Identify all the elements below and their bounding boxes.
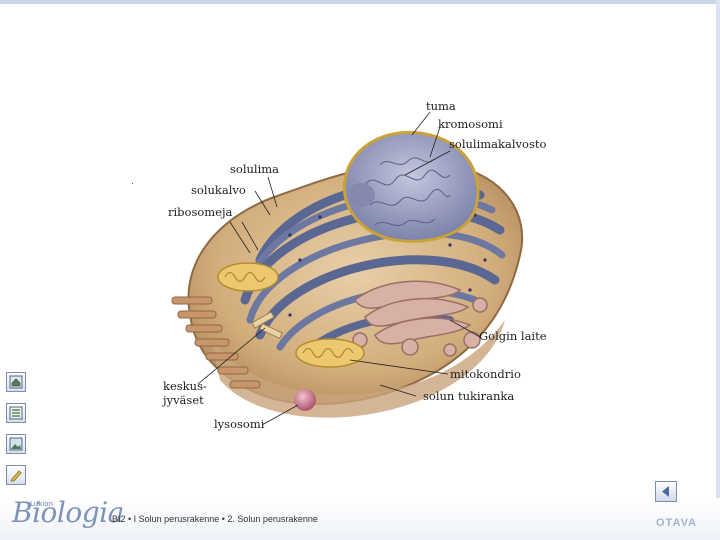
label-golgin-laite: Golgin laite (479, 329, 547, 343)
top-frame (0, 0, 720, 4)
footer-band (0, 498, 720, 540)
brand-logo: Biologia (12, 496, 124, 529)
arrow-left-icon (662, 486, 669, 497)
golgi-apparatus (352, 280, 488, 357)
list-icon (9, 406, 23, 420)
image-button[interactable] (6, 434, 26, 454)
list-button[interactable] (6, 403, 26, 423)
cell-cut-face (210, 320, 505, 418)
pencil-icon (10, 470, 22, 482)
label-solun-tukiranka: solun tukiranka (423, 389, 515, 403)
label-mitokondrio: mitokondrio (450, 367, 521, 381)
label-solulima: solulima (230, 162, 280, 176)
label-solukalvo: solukalvo (191, 183, 246, 197)
label-solulimakalvosto: solulimakalvosto (449, 137, 547, 151)
label-keskusjyvaset-1: keskus- (163, 379, 207, 393)
chromatin (364, 157, 451, 227)
nucleus (342, 130, 480, 243)
centrioles (251, 311, 283, 340)
label-ribosomeja: ribosomeja (168, 205, 233, 219)
footer-caption: BI2 • I Solun perusrakenne • 2. Solun pe… (112, 514, 318, 524)
brand-prefix: Lukion (30, 500, 53, 508)
stray-dot (132, 183, 133, 184)
side-toolbar (6, 372, 30, 496)
nucleolus (347, 183, 375, 207)
home-button[interactable] (6, 372, 26, 392)
label-kromosomi: kromosomi (438, 117, 503, 131)
label-keskusjyvaset-2: jyväset (163, 393, 204, 407)
leader-lines (197, 111, 481, 426)
lysosome (294, 389, 316, 411)
back-button[interactable] (655, 481, 677, 502)
image-icon (9, 437, 23, 451)
home-icon (9, 375, 23, 389)
right-frame (716, 0, 720, 540)
publisher-logo: OTAVA (656, 517, 698, 529)
pencil-button[interactable] (6, 465, 26, 485)
cell-diagram (171, 111, 524, 426)
label-tuma: tuma (426, 99, 456, 113)
label-lysosomi: lysosomi (214, 417, 265, 431)
mitochondria (217, 262, 365, 368)
microvilli (171, 296, 261, 389)
